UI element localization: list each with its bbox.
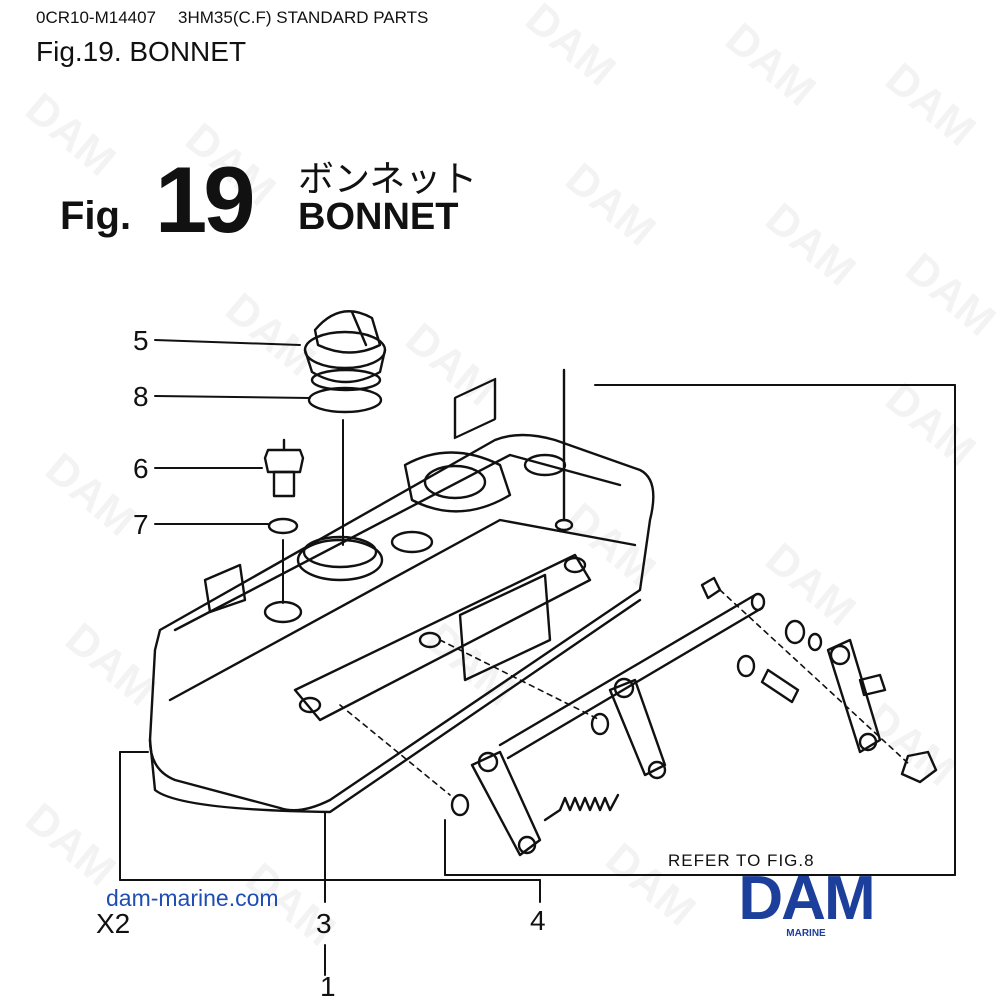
model-name: 3HM35(C.F) STANDARD PARTS: [178, 8, 429, 27]
dipstick: [554, 368, 574, 532]
document-header: 0CR10-M14407 3HM35(C.F) STANDARD PARTS: [36, 8, 450, 28]
lever-shaft: [498, 592, 766, 760]
logo-sub: MARINE: [786, 928, 826, 939]
leader-lines: [154, 339, 344, 604]
callout-3: 3: [316, 908, 332, 939]
gasket-frame: [293, 377, 592, 722]
refer-note: REFER TO FIG.8: [668, 851, 815, 870]
figure-prefix: Fig.: [60, 194, 132, 238]
figure-caption: Fig.19. BONNET: [36, 36, 247, 67]
figure-title-en: BONNET: [298, 196, 459, 238]
figure-title-jp: ボンネット: [298, 158, 478, 199]
figure-number: 19: [155, 147, 256, 252]
callout-6: 6: [133, 453, 149, 484]
o-ring: [307, 386, 383, 414]
group-bracket-lower: [119, 751, 541, 976]
callout-4: 4: [530, 905, 546, 936]
plug-bolt: [263, 438, 305, 498]
alignment-dashes: [339, 589, 911, 796]
oil-filler-cap: [303, 310, 387, 392]
small-parts: [450, 576, 938, 817]
dam-marine-logo: DAM MARINE: [716, 864, 896, 940]
reference-box: [444, 384, 956, 876]
lever-right: [608, 677, 667, 780]
callout-5: 5: [133, 325, 149, 356]
washer: [267, 517, 299, 535]
return-spring: [543, 793, 620, 822]
lever-left: [470, 750, 542, 857]
callout-8: 8: [133, 381, 149, 412]
callout-7: 7: [133, 509, 149, 540]
website-link[interactable]: dam-marine.com: [106, 885, 279, 911]
document-code: 0CR10-M14407: [36, 8, 157, 27]
callout-1: 1: [320, 971, 336, 1000]
bonnet-cover: [148, 433, 655, 814]
callout-x2: X2: [96, 908, 130, 939]
logo-word: DAM: [738, 864, 875, 933]
